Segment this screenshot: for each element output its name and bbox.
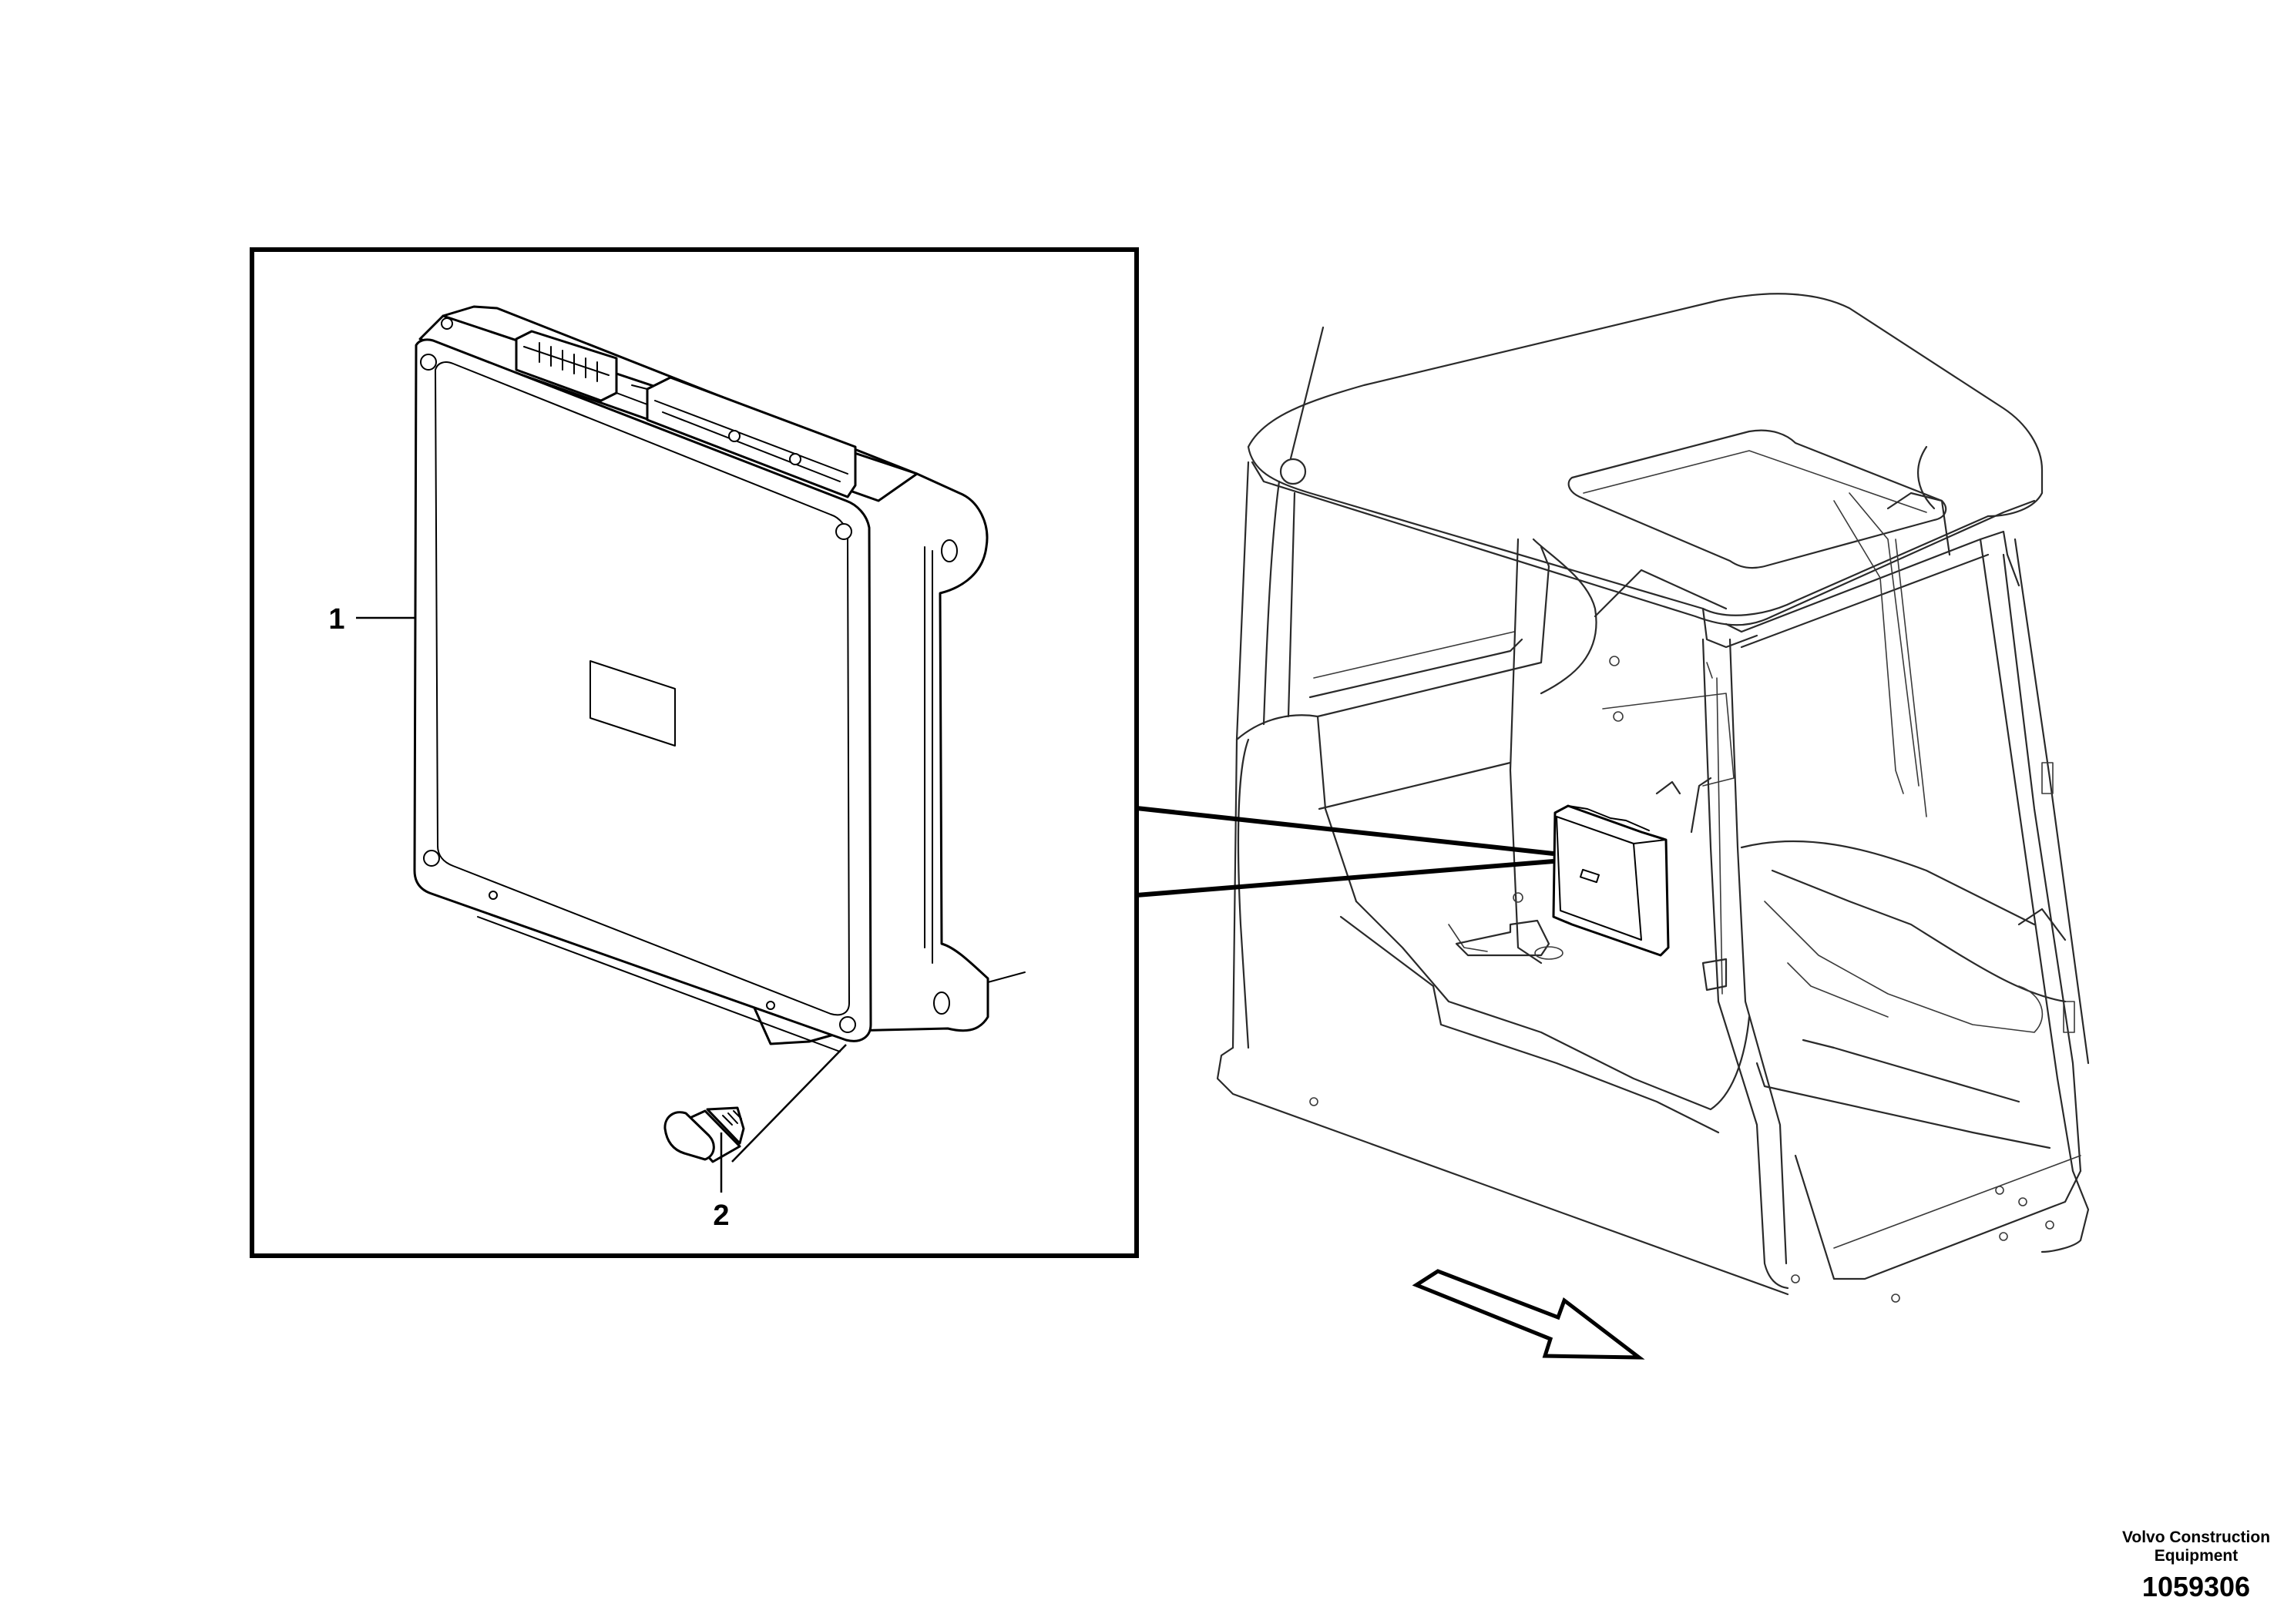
forward-direction-arrow-icon xyxy=(1412,1269,1645,1360)
callout-2-label: 2 xyxy=(713,1200,729,1232)
detail-leader-lines xyxy=(1136,806,1554,898)
detail-view-frame xyxy=(250,247,1139,1258)
callout-1-label: 1 xyxy=(328,603,344,636)
figure-number: 1059306 xyxy=(2142,1571,2250,1602)
operator-cab-icon xyxy=(1216,293,2090,1303)
control-unit-icon xyxy=(413,305,1026,1052)
control-unit-in-cab-icon xyxy=(1552,804,1670,957)
publisher-line-2: Equipment xyxy=(2155,1547,2239,1565)
flange-screw-icon xyxy=(663,1044,847,1163)
publisher-line-1: Volvo Construction xyxy=(2122,1528,2270,1546)
